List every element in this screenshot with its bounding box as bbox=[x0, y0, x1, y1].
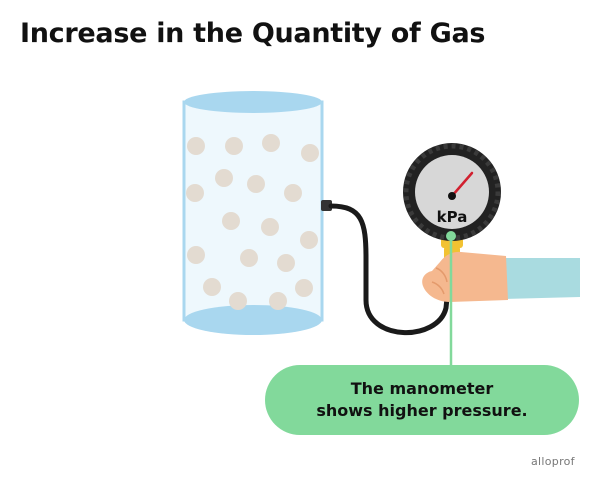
gas-particle bbox=[240, 249, 258, 267]
gas-container bbox=[182, 91, 324, 335]
gas-particle bbox=[269, 292, 287, 310]
gas-particle bbox=[222, 212, 240, 230]
gas-particle bbox=[295, 279, 313, 297]
gas-particle bbox=[187, 137, 205, 155]
gas-particle bbox=[215, 169, 233, 187]
gas-particle bbox=[203, 278, 221, 296]
container-bottom bbox=[184, 305, 322, 335]
callout-text-line-2: shows higher pressure. bbox=[316, 401, 528, 420]
gas-particle bbox=[186, 184, 204, 202]
callout-box: The manometer shows higher pressure. bbox=[265, 365, 579, 435]
gauge-needle bbox=[450, 171, 474, 198]
gas-particle bbox=[301, 144, 319, 162]
gas-particle bbox=[277, 254, 295, 272]
gas-particle bbox=[247, 175, 265, 193]
callout-text-line-1: The manometer bbox=[350, 379, 494, 398]
gas-particle bbox=[187, 246, 205, 264]
callout-pointer-dot bbox=[446, 231, 456, 241]
gauge-pivot bbox=[448, 192, 456, 200]
container-top bbox=[184, 91, 322, 113]
gas-particle bbox=[284, 184, 302, 202]
gas-particle bbox=[229, 292, 247, 310]
valve-connector bbox=[321, 200, 332, 211]
page-title: Increase in the Quantity of Gas bbox=[20, 18, 486, 49]
gas-particle bbox=[300, 231, 318, 249]
gas-particle bbox=[262, 134, 280, 152]
brand-logo: alloprof bbox=[531, 455, 575, 468]
gas-particle bbox=[225, 137, 243, 155]
pressure-gauge: kPa bbox=[403, 143, 501, 241]
gas-particles bbox=[186, 134, 319, 310]
hand bbox=[422, 251, 508, 302]
gas-tube bbox=[328, 203, 451, 336]
gauge-unit-label: kPa bbox=[437, 208, 468, 226]
gas-particle bbox=[261, 218, 279, 236]
arm-sleeve bbox=[499, 258, 580, 299]
